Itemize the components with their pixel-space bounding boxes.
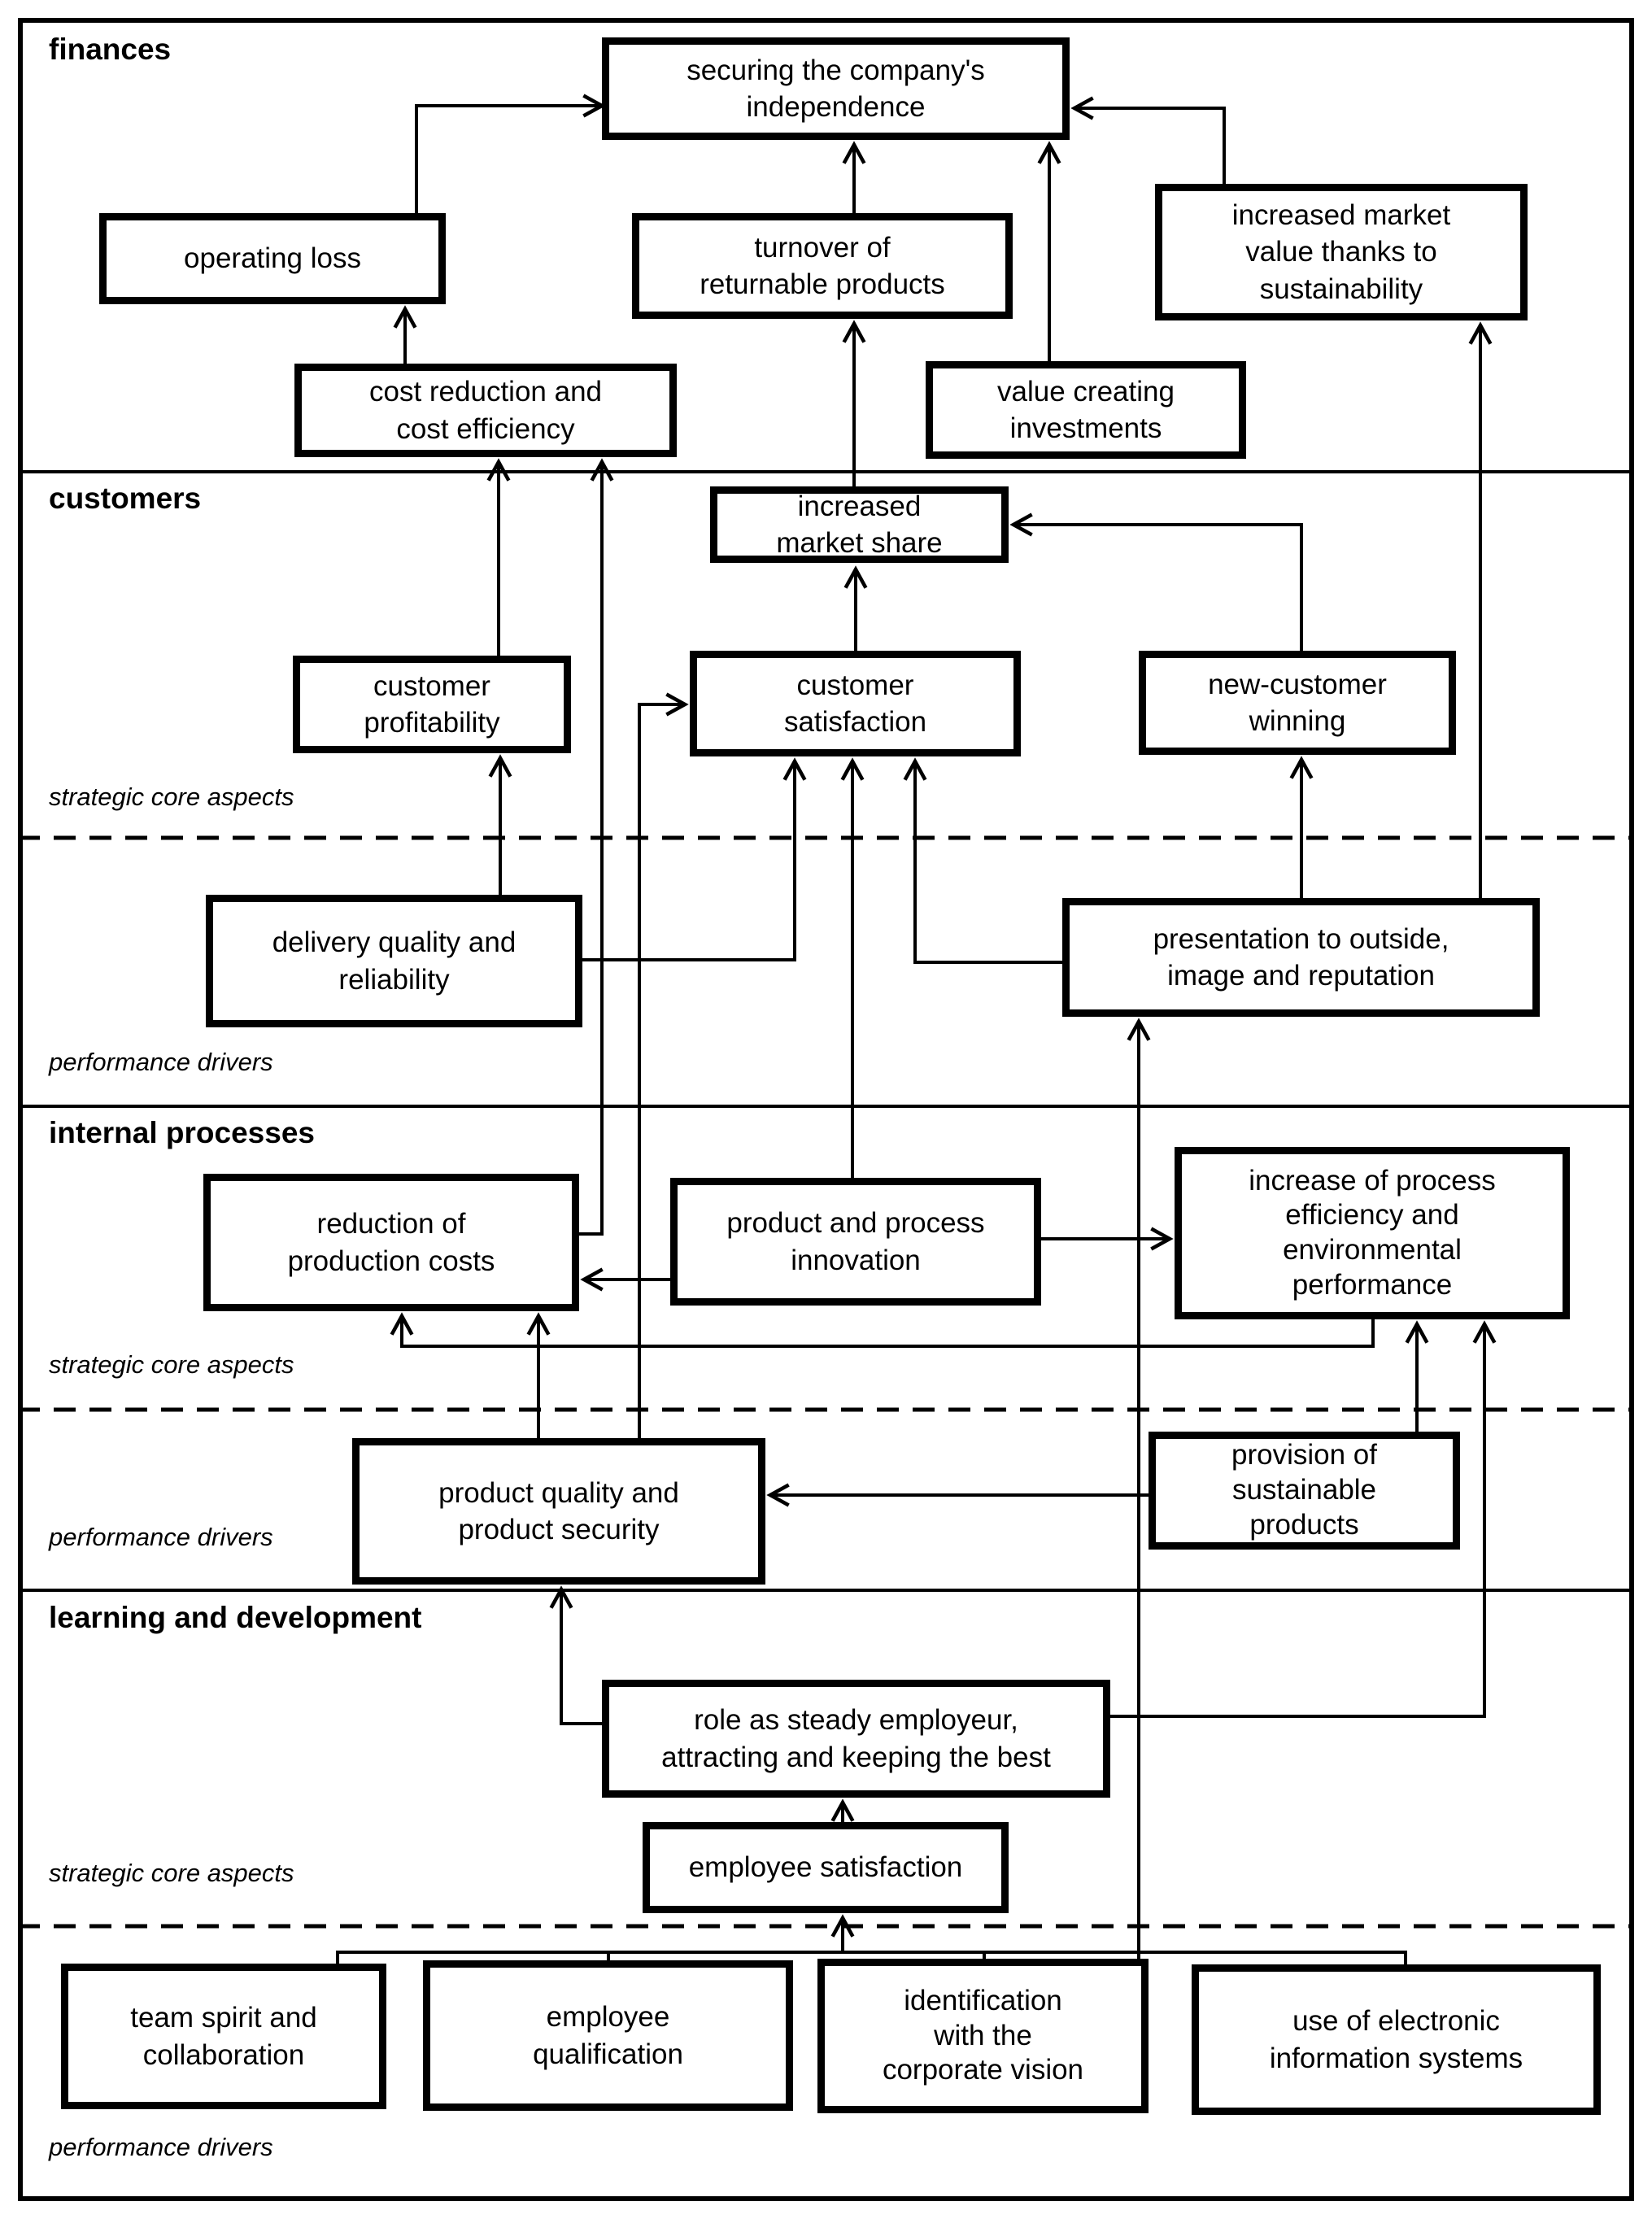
node-employee-qualification: employee qualification [423,1960,793,2111]
zone-label-customers-performance: performance drivers [49,1048,273,1076]
node-reduction-production-costs: reduction of production costs [203,1174,579,1311]
node-identification-vision: identification with the corporate vision [817,1959,1149,2113]
arrow-product-quality-to-customer-satisfaction [638,692,689,1438]
arrow-new-customer-to-market-share [1009,512,1303,651]
node-customer-satisfaction: customer satisfaction [690,651,1021,756]
section-label-learning-development: learning and development [49,1601,422,1634]
node-value-creating: value creating investments [926,361,1246,459]
zone-label-internal-strategic: strategic core aspects [49,1350,294,1379]
node-operating-loss: operating loss [99,213,446,304]
node-delivery-quality: delivery quality and reliability [206,895,582,1027]
arrow-process-efficiency-to-reduction-costs [390,1312,1375,1348]
arrow-reduction-costs-to-cost-reduction [579,458,614,1236]
node-securing-independence: securing the company's independence [602,37,1070,140]
zone-label-learning-performance: performance drivers [49,2133,273,2161]
arrow-operating-loss-to-securing [415,94,606,213]
section-label-internal-processes: internal processes [49,1116,315,1149]
zone-label-internal-performance: performance drivers [49,1523,273,1551]
node-product-process-innovation: product and process innovation [670,1178,1041,1306]
page-border [18,18,1634,2201]
arrow-presentation-to-customer-satisfaction [903,757,1062,964]
node-cost-reduction: cost reduction and cost efficiency [294,364,677,457]
node-increased-market-value: increased market value thanks to sustain… [1155,184,1528,320]
arrow-role-to-product-quality [549,1585,602,1725]
node-employee-satisfaction: employee satisfaction [643,1822,1009,1913]
node-process-efficiency: increase of process efficiency and envir… [1175,1147,1570,1319]
bus-bottom-row [336,1951,1407,1964]
arrow-market-value-to-securing [1070,96,1226,184]
section-label-finances: finances [49,33,172,66]
node-turnover-returnable: turnover of returnable products [632,213,1013,319]
zone-label-learning-strategic: strategic core aspects [49,1859,294,1887]
node-electronic-information-systems: use of electronic information systems [1192,1964,1601,2115]
arrow-role-to-process-efficiency [1110,1320,1497,1718]
node-provision-sustainable: provision of sustainable products [1149,1432,1460,1550]
node-product-quality-security: product quality and product security [352,1438,765,1585]
node-customer-profitability: customer profitability [293,656,571,753]
node-increased-market-share: increased market share [710,486,1009,563]
node-role-steady-employer: role as steady employeur, attracting and… [602,1680,1110,1798]
node-team-spirit: team spirit and collaboration [61,1964,386,2109]
arrow-delivery-quality-to-customer-satisfaction [582,757,807,961]
node-new-customer-winning: new-customer winning [1139,651,1456,755]
node-presentation-image: presentation to outside, image and reput… [1062,898,1540,1017]
section-label-customers: customers [49,482,202,515]
zone-label-customers-strategic: strategic core aspects [49,783,294,811]
